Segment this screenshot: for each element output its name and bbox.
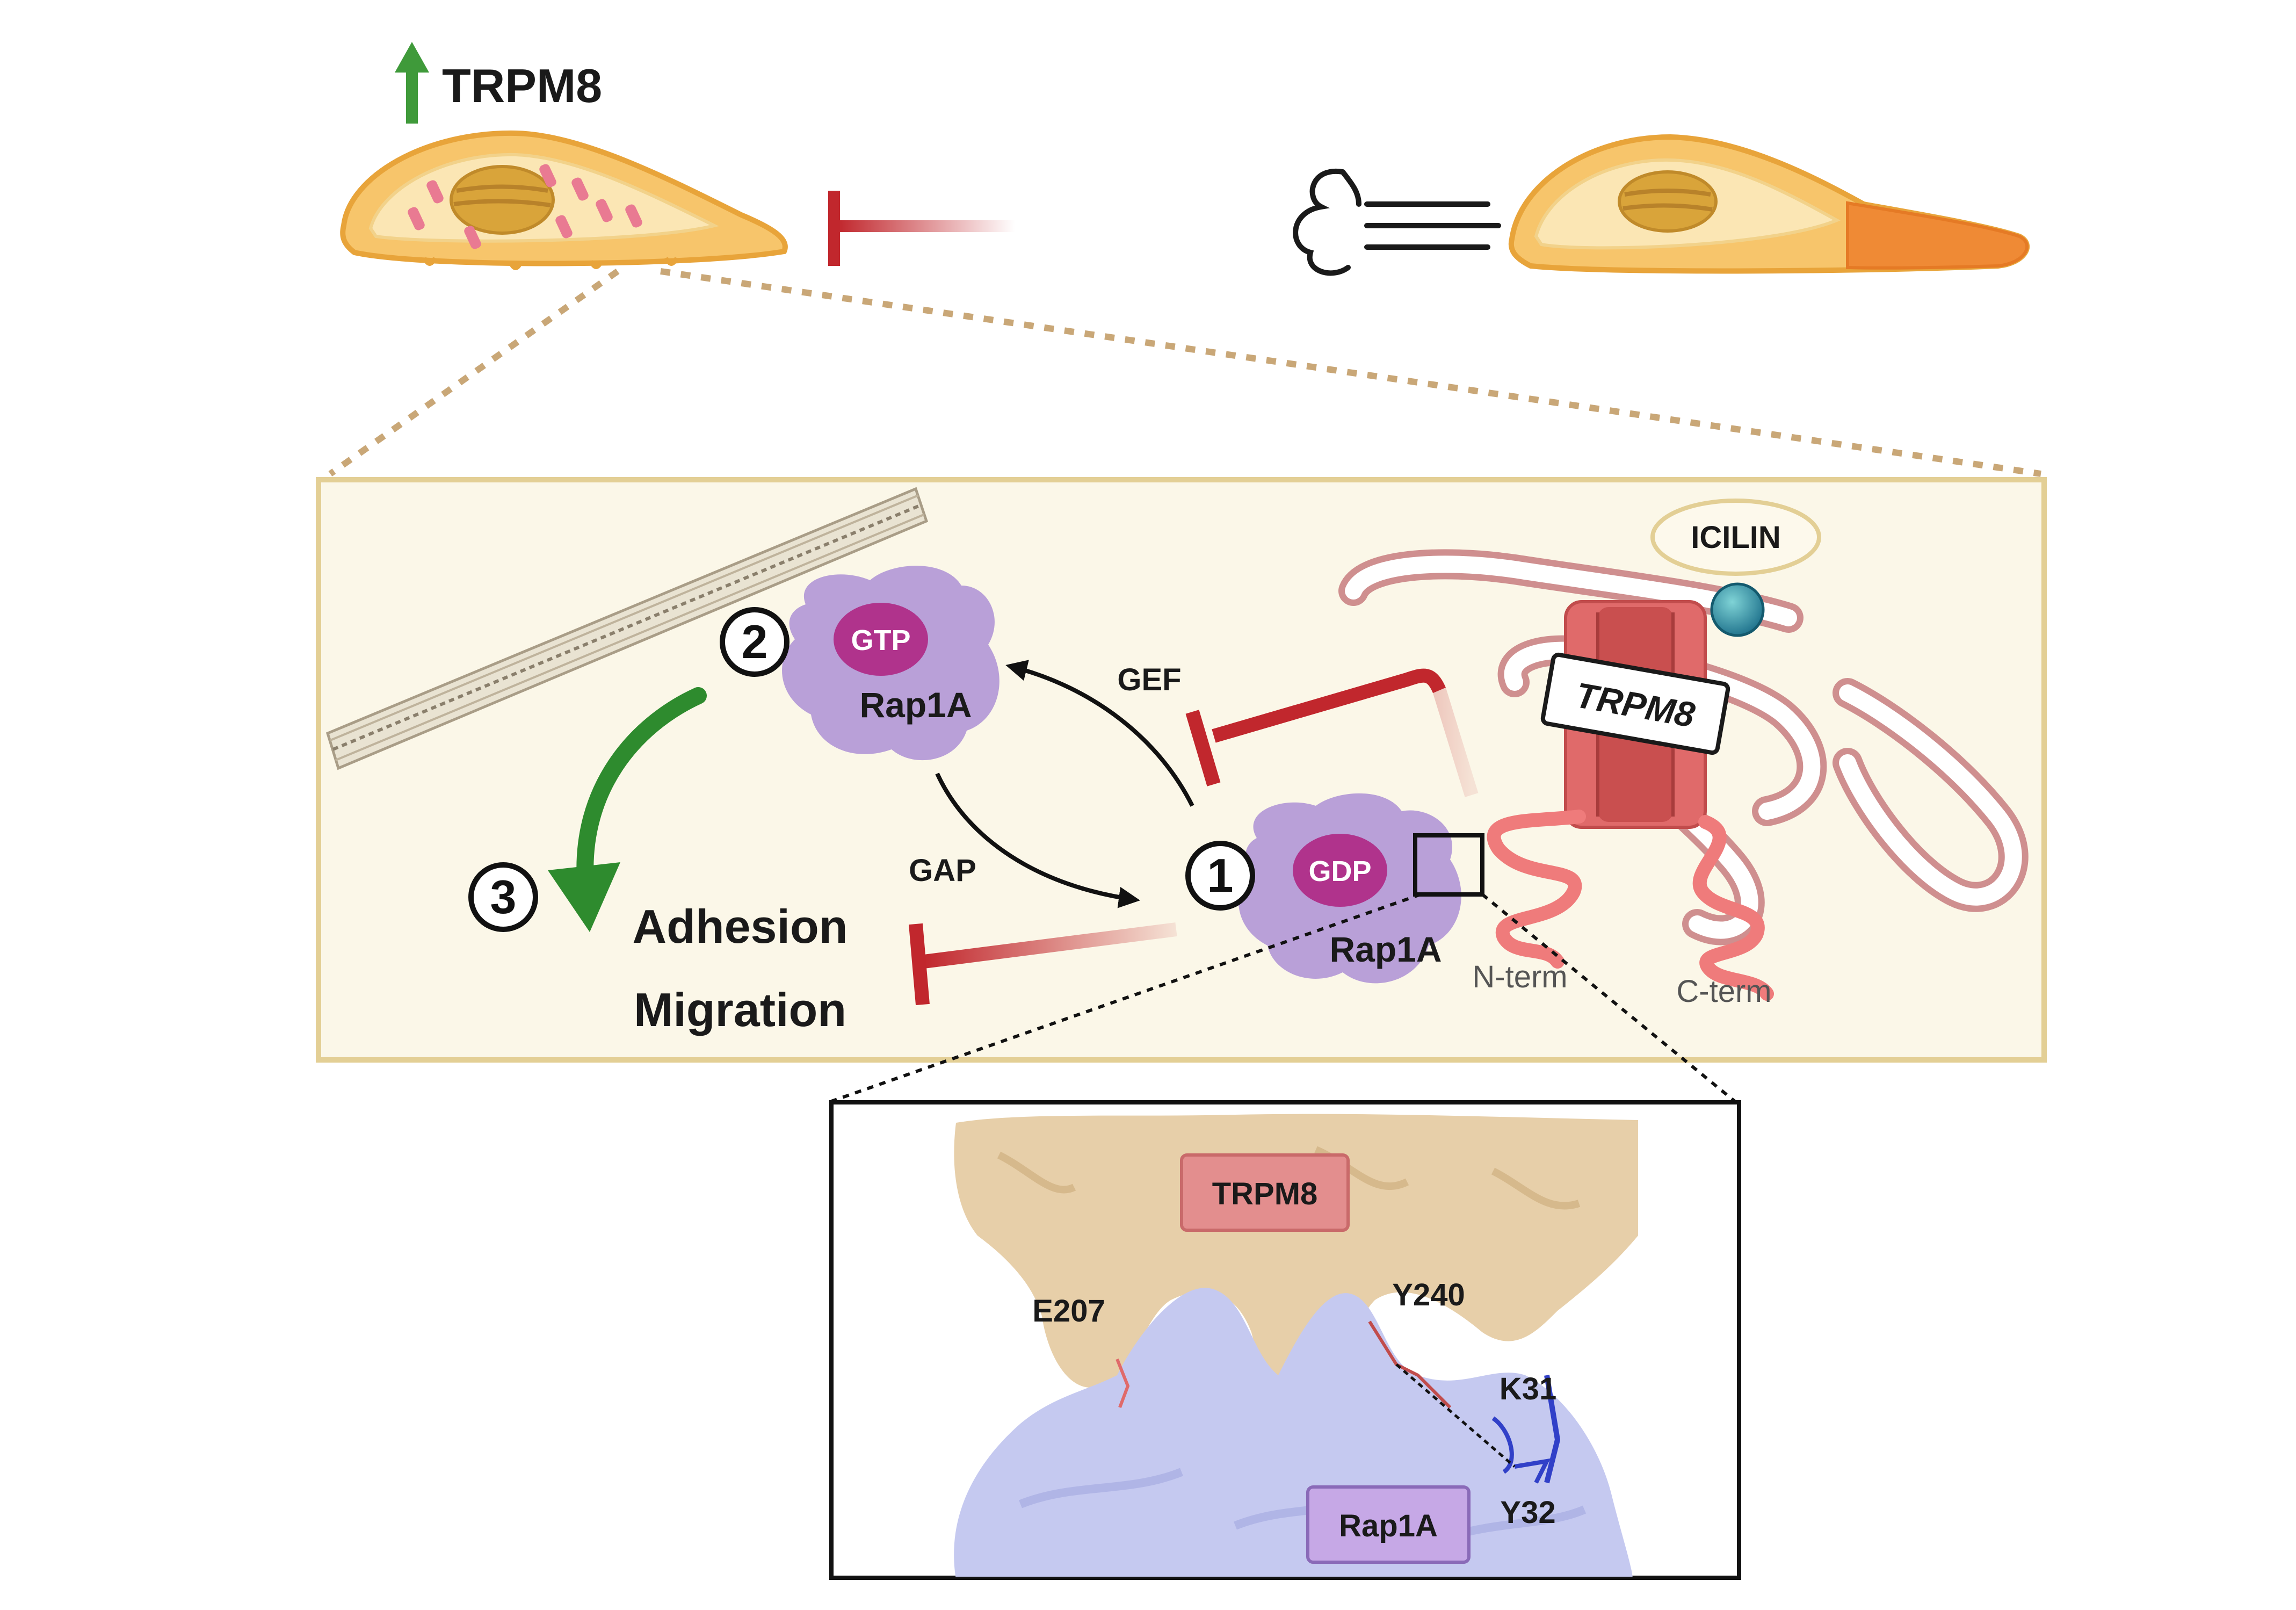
inhibition-arrow-gef <box>1185 668 1479 797</box>
inset-trpm8-label: TRPM8 <box>1212 1176 1318 1211</box>
adhesion-label: Adhesion <box>633 900 848 953</box>
n-term-label: N-term <box>1472 959 1567 994</box>
trpm8-termini-icon <box>1487 810 1774 1001</box>
step-2-label: 2 <box>742 615 768 668</box>
interaction-site-box <box>1413 833 1484 897</box>
step-3-label: 3 <box>490 870 517 923</box>
cell-right-icon <box>1508 134 2030 274</box>
c-term-label: C-term <box>1676 974 1771 1009</box>
gef-label: GEF <box>1117 662 1181 697</box>
step-2-badge <box>720 607 790 677</box>
cold-wind-icon <box>1293 168 1501 276</box>
inhibition-arrow-adhesion <box>909 922 1177 1006</box>
icilin-ligand-icon <box>1710 582 1765 637</box>
up-arrow-icon <box>395 42 429 124</box>
inhibition-arrow-top <box>828 191 1015 266</box>
step-1-badge <box>1185 841 1255 911</box>
gtp-label: GTP <box>851 624 910 656</box>
inset-trpm8-tag <box>1180 1153 1350 1232</box>
inset-rap1a-label: Rap1A <box>1339 1508 1438 1543</box>
icilin-bubble <box>1650 499 1821 576</box>
gdp-label: GDP <box>1308 855 1371 887</box>
rap1a-inactive-icon <box>1238 793 1461 984</box>
zoom-lines-top <box>328 268 2041 477</box>
zoom-lines-inset <box>831 893 1736 1103</box>
rap1a-active-label: Rap1A <box>859 685 972 725</box>
gef-arrow <box>1005 660 1194 807</box>
residue-label: Y32 <box>1500 1495 1555 1530</box>
residue-label: E207 <box>1032 1294 1105 1329</box>
activation-arrow <box>548 687 707 932</box>
residue-label: K31 <box>1500 1371 1556 1406</box>
inset-rap1a-tag <box>1306 1485 1471 1564</box>
trpm8-upregulated-label: TRPM8 <box>442 59 602 112</box>
gap-arrow <box>935 772 1140 908</box>
cell-left-icon <box>340 130 788 270</box>
actin-filament-icon <box>325 487 929 770</box>
rap1a-inactive-label: Rap1A <box>1329 929 1442 969</box>
residue-label: Y240 <box>1392 1277 1465 1312</box>
rap1a-active-icon <box>782 566 999 761</box>
step-1-label: 1 <box>1207 849 1234 902</box>
step-3-badge <box>468 862 538 932</box>
molecular-inset: TRPM8 Rap1A E207 Y240 K31 Y32 <box>829 1100 1741 1580</box>
migration-label: Migration <box>634 983 846 1036</box>
icilin-label: ICILIN <box>1691 520 1781 555</box>
gap-label: GAP <box>909 853 976 888</box>
trpm8-label-box: TRPM8 <box>1540 652 1730 755</box>
